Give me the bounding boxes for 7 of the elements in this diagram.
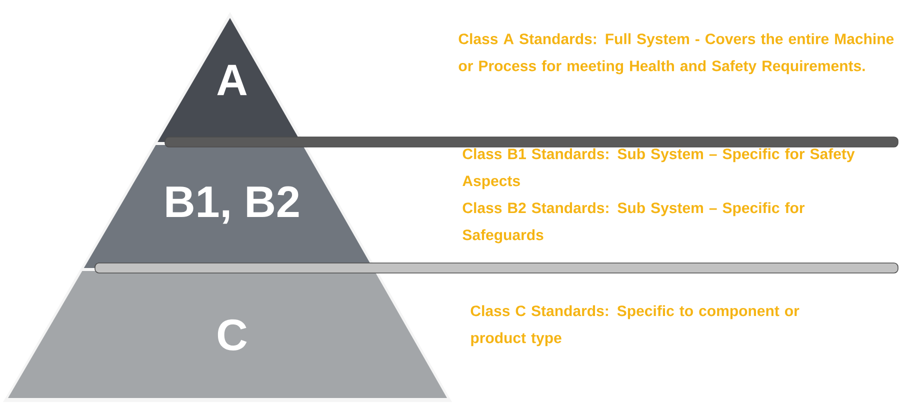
tier-description: Class B2 Standards: Sub System – Specific for Safeguards: [462, 202, 805, 244]
tier-description: Class A Standards: Full System - Covers the entire Machine or Process for meeting Health and Safety Requirements.: [458, 33, 894, 74]
pyramid-tier: A: [158, 18, 301, 142]
pyramid-tier: C: [8, 271, 447, 398]
pyramid-tier: B1, B2: [84, 145, 373, 268]
tier-description: Class B1 Standards: Sub System – Specific for Safety Aspects: [462, 148, 855, 190]
tier-description: Class C Standards: Specific to component or product type: [470, 305, 800, 346]
